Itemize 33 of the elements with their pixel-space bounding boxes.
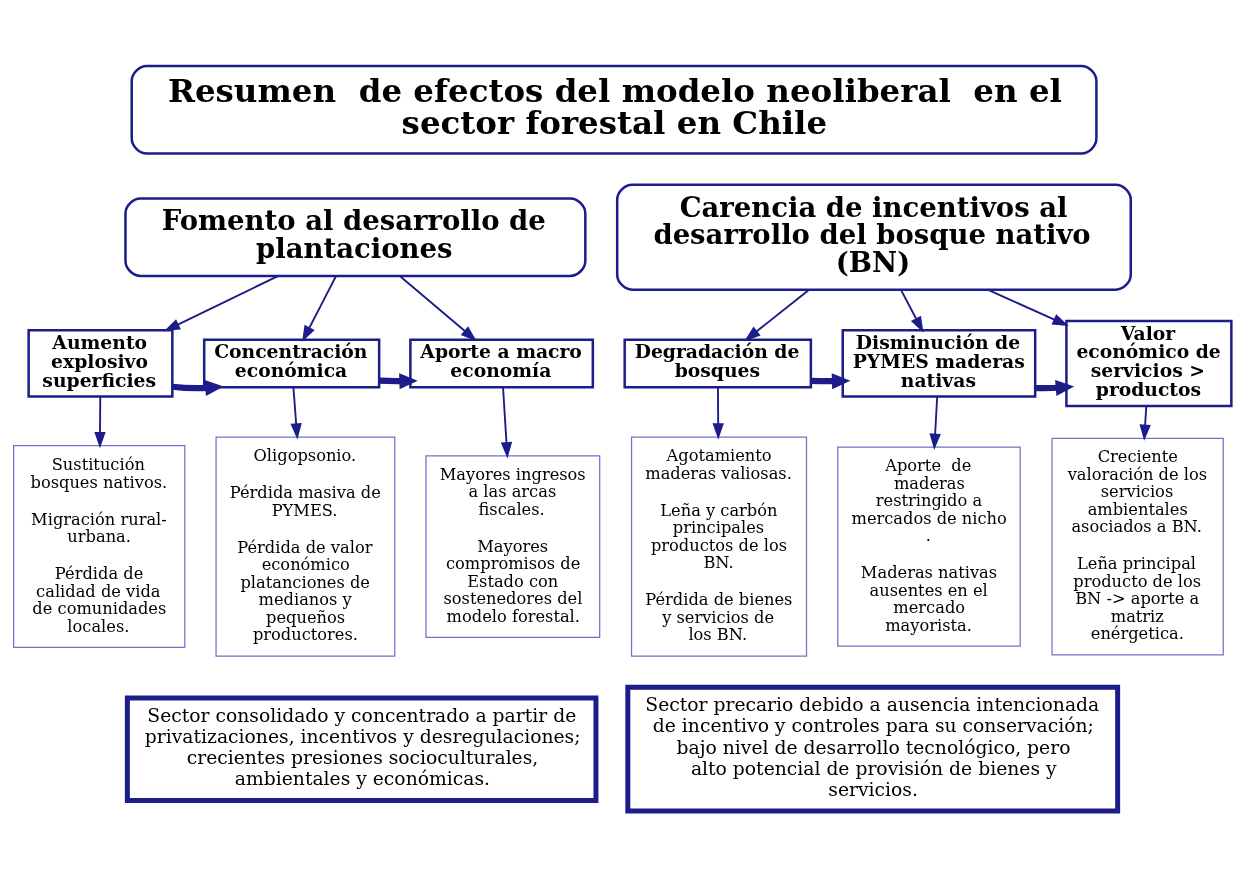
node-box: Carencia de incentivos al desarrollo del bosque nativo (BN)	[615, 182, 1132, 291]
node-box: Valor económico de servicios > productos	[1065, 319, 1233, 407]
node-box: Disminución de PYMES maderas nativas	[841, 328, 1037, 398]
arrow	[500, 385, 513, 458]
arrow	[1035, 379, 1075, 396]
arrow	[399, 274, 477, 341]
node-box: Concentración económica	[202, 337, 381, 388]
arrow	[929, 395, 941, 450]
arrow	[379, 372, 418, 389]
arrow	[172, 379, 224, 396]
arrow	[290, 385, 302, 440]
node-box: Degradación de bosques	[623, 337, 813, 388]
arrow	[900, 288, 924, 333]
arrow	[712, 385, 724, 440]
node-box: Fomento al desarrollo de plantaciones	[124, 196, 587, 277]
arrow	[744, 288, 811, 341]
node-box: Aporte de maderas restringido a mercados de nicho . Maderas nativas ausentes en el mercado mayorista.	[837, 446, 1021, 647]
node-box: Sustitución bosques nativos. Migración rural-urbana. Pérdida de calidad de vida de comunidades locales.	[13, 444, 186, 648]
arrow	[1139, 404, 1151, 441]
arrow	[987, 288, 1069, 326]
node-box: Aumento explosivo superficies	[27, 328, 174, 398]
arrow	[810, 372, 851, 389]
node-box: Aporte a macro economía	[409, 337, 595, 388]
node-box: Mayores ingresos a las arcas fiscales. Mayores compromisos de Estado con sostenedores del modelo forestal.	[425, 454, 601, 638]
node-box: Sector consolidado y concentrado a partir de privatizaciones, incentivos y desregulaciones; crecientes presiones socioculturales, ambientales y económicas.	[124, 694, 599, 803]
node-box: Resumen de efectos del modelo neoliberal en el sector forestal en Chile	[130, 64, 1098, 155]
arrow	[94, 395, 106, 448]
node-box: Sector precario debido a ausencia intencionada de incentivo y controles para su conservación; bajo nivel de desarrollo tecnológico, pero alto potencial de provisión de bienes y servicios.	[625, 684, 1121, 813]
node-box: Creciente valoración de los servicios ambientales asociados a BN. Leña principal producto de los BN -> aporte a matriz enérgetica.	[1051, 437, 1224, 655]
node-box: Oligopsonio. Pérdida masiva de PYMES. Pérdida de valor económico platanciones de medianos y pequeños productores.	[215, 435, 396, 657]
node-box: Agotamiento maderas valiosas. Leña y carbón principales productos de los BN. Pérdida de bienes y servicios de los BN.	[630, 435, 808, 657]
arrow	[302, 274, 337, 342]
arrow	[163, 274, 279, 331]
